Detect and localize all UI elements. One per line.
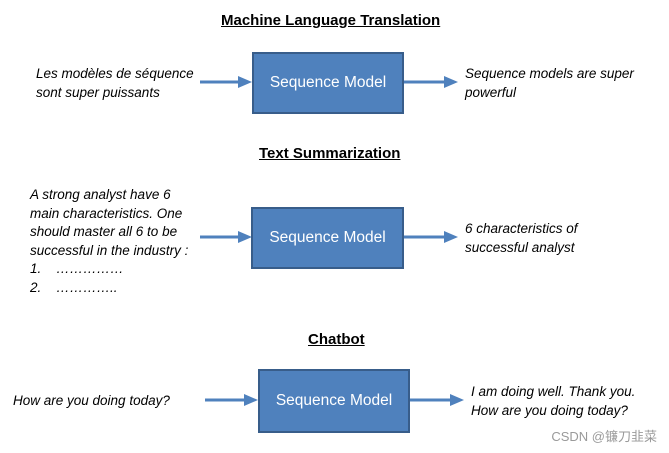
- summarization-input-text: A strong analyst have 6 main characteris…: [30, 186, 188, 297]
- sequence-model-box-translation: Sequence Model: [252, 52, 404, 114]
- chatbot-input-arrow: [205, 394, 258, 406]
- list-item-text: …………..: [56, 279, 118, 295]
- list-item-number: 2.: [30, 279, 42, 295]
- summarization-input-line: successful in the industry :: [30, 242, 189, 258]
- list-item-number: 1.: [30, 261, 42, 276]
- list-item-text: ……………: [56, 261, 124, 276]
- translation-output-text: Sequence models are super powerful: [465, 65, 634, 102]
- section-title-summarization: Text Summarization: [259, 145, 401, 162]
- watermark: CSDN @镰刀韭菜: [551, 429, 657, 444]
- summarization-input-line: should master all 6 to be: [30, 224, 178, 239]
- summarization-output-line: successful analyst: [465, 239, 575, 255]
- section-title-chatbot: Chatbot: [308, 331, 365, 348]
- summarization-output-arrow: [404, 231, 458, 243]
- translation-output-line: powerful: [465, 84, 517, 100]
- summarization-input-line: main characteristics. One: [30, 205, 183, 221]
- translation-output-line: Sequence models are super: [465, 66, 634, 81]
- chatbot-output-text: I am doing well. Thank you. How are you …: [471, 383, 635, 420]
- translation-input-arrow: [200, 76, 252, 88]
- summarization-output-text: 6 characteristics of successful analyst: [465, 220, 578, 257]
- chatbot-output-line: How are you doing today?: [471, 402, 628, 418]
- sequence-model-box-chatbot: Sequence Model: [258, 369, 410, 433]
- summarization-input-arrow: [200, 231, 252, 243]
- translation-output-arrow: [404, 76, 458, 88]
- summarization-output-line: 6 characteristics of: [465, 221, 578, 236]
- chatbot-input-text: How are you doing today?: [13, 392, 170, 411]
- chatbot-output-line: I am doing well. Thank you.: [471, 384, 636, 399]
- translation-input-line: sont super puissants: [36, 84, 160, 100]
- translation-input-text: Les modèles de séquence sont super puiss…: [36, 65, 194, 102]
- summarization-list-item: 2. …………..: [30, 279, 188, 298]
- chatbot-input-line: How are you doing today?: [13, 393, 170, 408]
- sequence-model-box-summarization: Sequence Model: [251, 207, 404, 269]
- chatbot-output-arrow: [410, 394, 464, 406]
- translation-input-line: Les modèles de séquence: [36, 66, 194, 81]
- summarization-input-line: A strong analyst have 6: [30, 187, 171, 202]
- section-title-translation: Machine Language Translation: [221, 12, 441, 29]
- summarization-list-item: 1. ……………: [30, 260, 188, 279]
